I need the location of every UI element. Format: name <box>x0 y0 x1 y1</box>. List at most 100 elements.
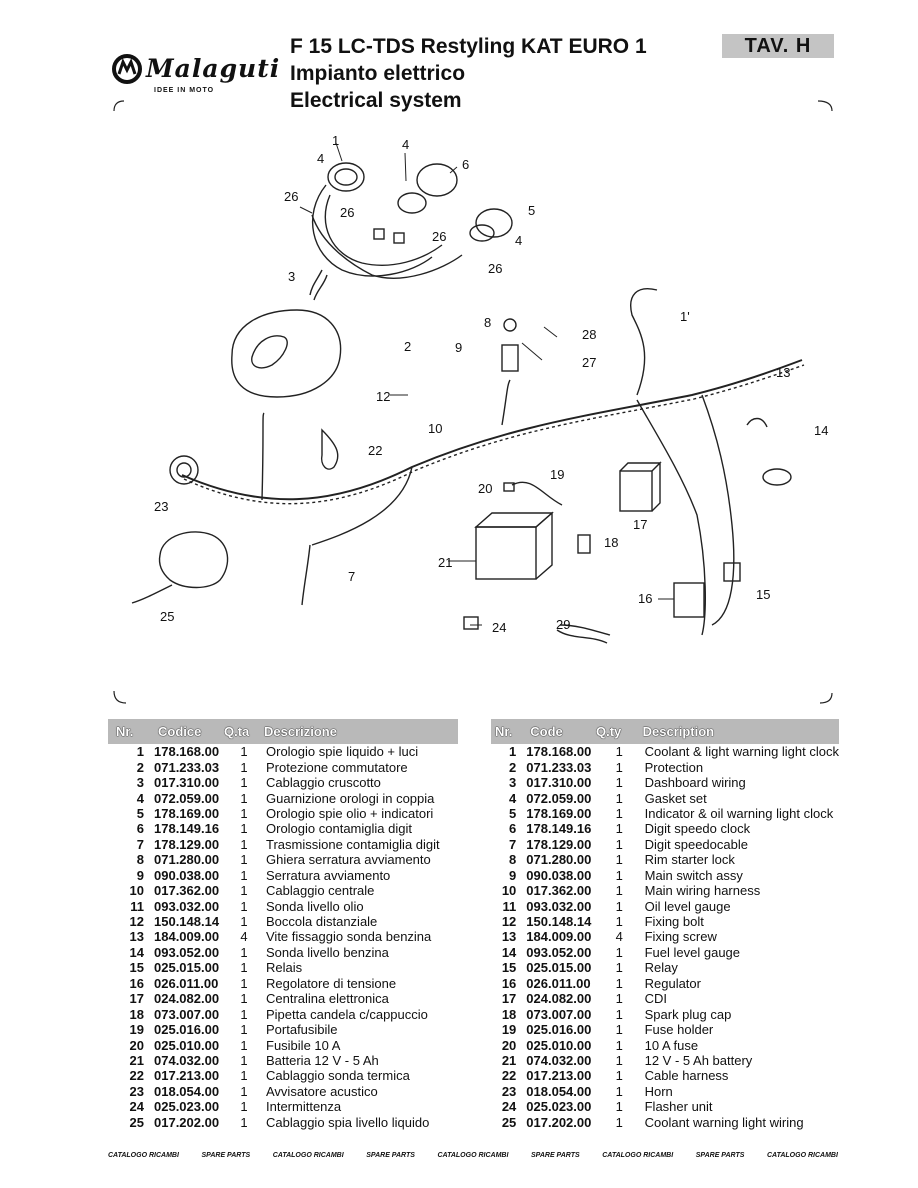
row-number: 14 <box>129 944 144 960</box>
row-number: 22 <box>129 1068 144 1084</box>
part-quantity: 1 <box>240 1037 248 1053</box>
row-number: 1 <box>136 744 144 760</box>
part-quantity: 1 <box>240 867 248 883</box>
callout-19: 19 <box>550 467 565 482</box>
part-quantity: 1 <box>240 805 248 821</box>
row-number: 2 <box>136 759 144 775</box>
part-quantity: 1 <box>615 898 623 914</box>
part-description: Horn <box>644 1083 673 1099</box>
part-description: Protezione commutatore <box>266 759 408 775</box>
part-quantity: 1 <box>240 1083 248 1099</box>
callout-12: 12 <box>376 389 391 404</box>
part-code: 025.016.00 <box>154 1022 220 1038</box>
callout-22: 22 <box>368 443 383 458</box>
row-number: 7 <box>509 836 517 852</box>
part-quantity: 1 <box>615 821 623 837</box>
part-code: 017.362.00 <box>526 883 592 899</box>
row-number: 1 <box>509 744 517 760</box>
callout-9: 9 <box>455 340 463 355</box>
callout-2: 2 <box>404 339 412 354</box>
row-number: 12 <box>501 914 517 930</box>
part-description: Flasher unit <box>644 1099 713 1115</box>
part-code: 150.148.14 <box>526 914 592 930</box>
part-code: 073.007.00 <box>154 1006 220 1022</box>
part-quantity: 1 <box>240 883 248 899</box>
part-description: Batteria 12 V - 5 Ah <box>266 1052 379 1068</box>
callout-6: 6 <box>462 157 470 172</box>
part-code: 071.233.03 <box>154 759 220 775</box>
row-number: 11 <box>130 898 144 914</box>
part-code: 017.213.00 <box>526 1068 592 1084</box>
row-number: 13 <box>501 929 517 945</box>
row-number: 18 <box>501 1006 517 1022</box>
part-code: 017.310.00 <box>154 775 220 791</box>
callout-23: 23 <box>154 499 169 514</box>
part-code: 071.280.00 <box>526 852 592 868</box>
part-code: 072.059.00 <box>526 790 592 806</box>
part-quantity: 1 <box>240 914 248 930</box>
cdi <box>619 470 653 512</box>
part-code: 024.082.00 <box>154 991 220 1007</box>
callout-27: 27 <box>582 355 597 370</box>
callout-26: 26 <box>432 229 447 244</box>
row-number: 21 <box>501 1052 517 1068</box>
part-code: 093.032.00 <box>526 898 592 914</box>
row-number: 6 <box>136 821 144 837</box>
part-code: 072.059.00 <box>154 790 220 806</box>
col-header-description: Description <box>642 719 839 744</box>
part-description: Sonda livello olio <box>266 898 364 914</box>
part-code: 178.149.16 <box>526 821 592 837</box>
row-number: 10 <box>129 883 144 899</box>
part-quantity: 1 <box>240 759 248 775</box>
row-number: 2 <box>509 759 517 775</box>
callout-29: 29 <box>556 617 571 632</box>
part-code: 018.054.00 <box>154 1083 220 1099</box>
part-quantity: 1 <box>240 898 248 914</box>
footer-label: CATALOGO RICAMBI <box>602 1152 674 1159</box>
part-description: Fusibile 10 A <box>266 1037 341 1053</box>
part-quantity: 1 <box>240 1068 248 1084</box>
part-code: 025.010.00 <box>154 1037 220 1053</box>
battery <box>475 526 537 580</box>
part-quantity: 1 <box>240 790 248 806</box>
part-description: Orologio contamiglia digit <box>266 821 412 837</box>
part-code: 025.023.00 <box>154 1099 220 1115</box>
part-code: 017.202.00 <box>154 1114 220 1130</box>
part-quantity: 1 <box>615 975 623 991</box>
callout-25: 25 <box>160 609 175 624</box>
col-header-description: Descrizione <box>264 719 458 744</box>
page-title-block: F 15 LC-TDS Restyling KAT EURO 1 Impiant… <box>290 33 647 114</box>
col-header-number: Nr. <box>491 719 527 744</box>
part-description: Pipetta candela c/cappuccio <box>266 1006 428 1022</box>
callout-13: 13 <box>776 365 791 380</box>
callout-16: 16 <box>638 591 653 606</box>
part-quantity: 1 <box>615 991 623 1007</box>
part-description: Centralina elettronica <box>266 991 389 1007</box>
part-code: 026.011.00 <box>154 975 219 991</box>
callout-15: 15 <box>756 587 771 602</box>
part-quantity: 1 <box>615 790 623 806</box>
part-quantity: 1 <box>240 852 248 868</box>
part-description: Spark plug cap <box>644 1006 732 1022</box>
part-description: Sonda livello benzina <box>266 944 389 960</box>
part-description: Main switch assy <box>644 867 743 883</box>
part-code: 017.362.00 <box>154 883 220 899</box>
part-description: Gasket set <box>644 790 707 806</box>
part-code: 025.010.00 <box>526 1037 592 1053</box>
part-quantity: 1 <box>615 914 623 930</box>
part-description: Fixing bolt <box>644 914 704 930</box>
part-code: 093.052.00 <box>526 944 592 960</box>
